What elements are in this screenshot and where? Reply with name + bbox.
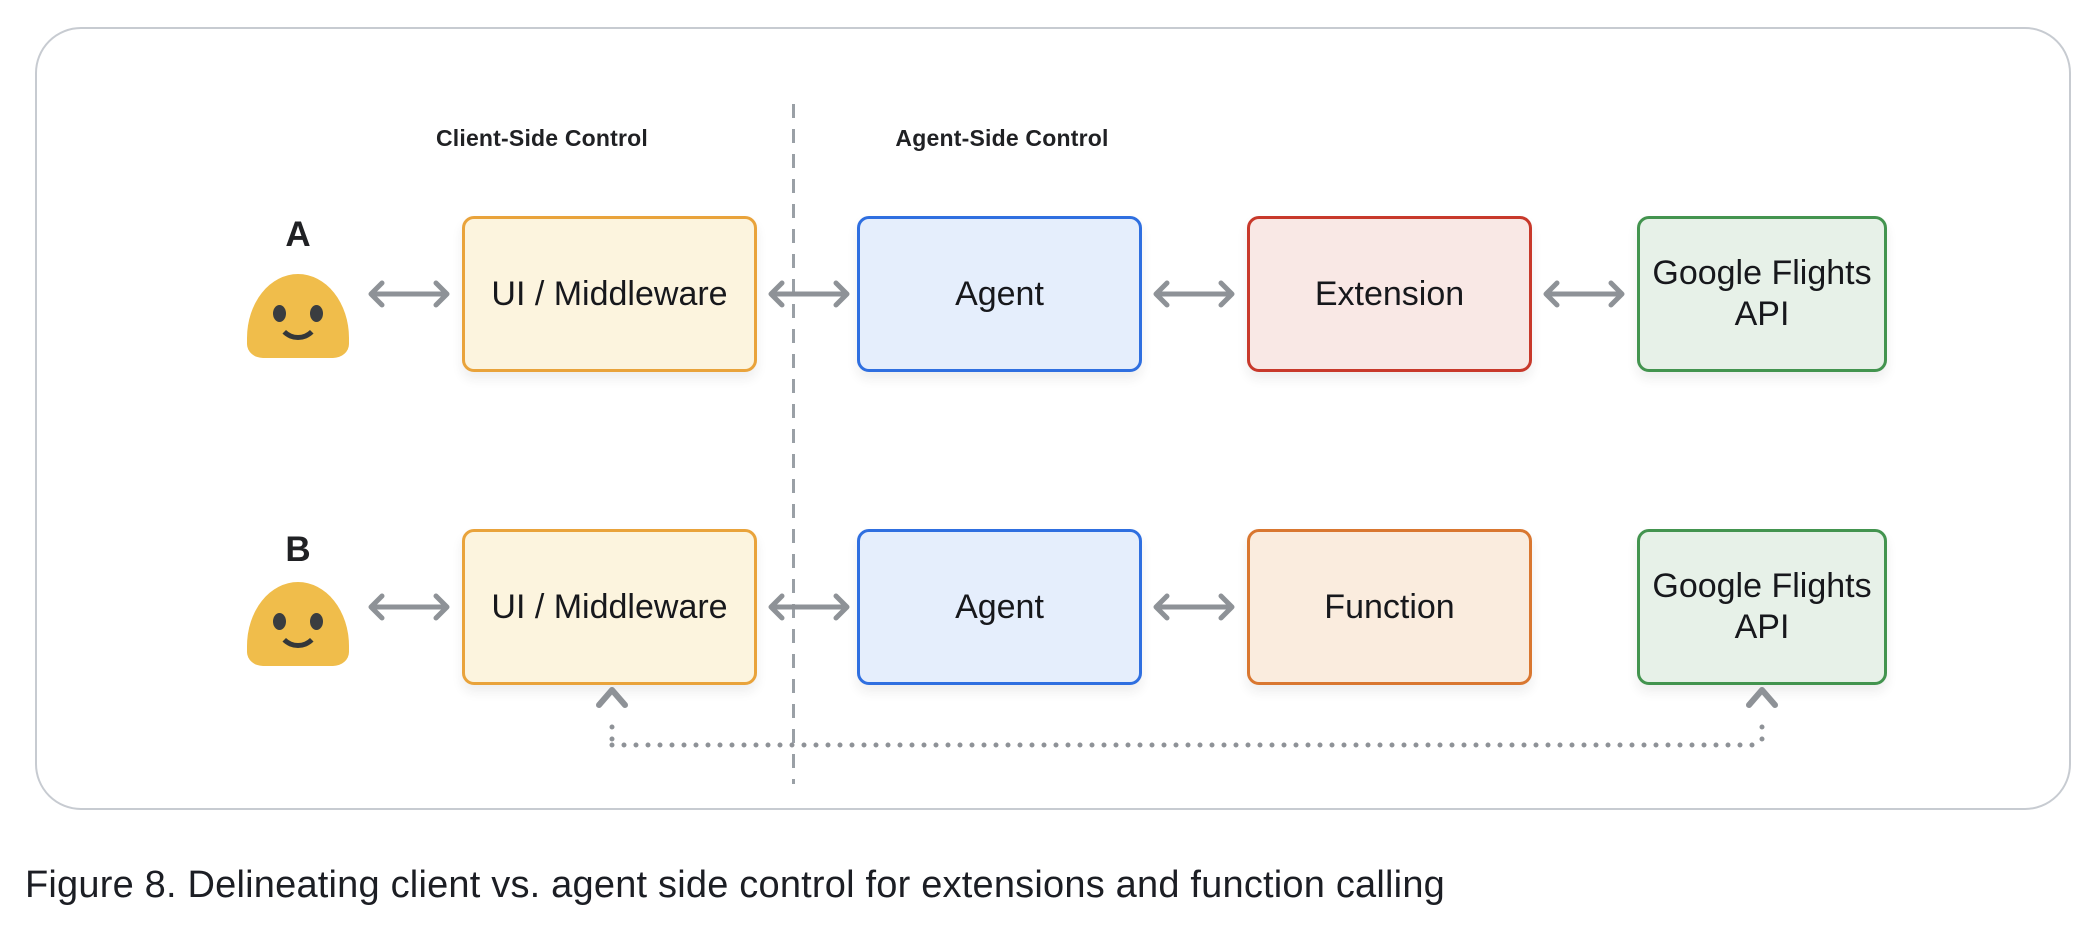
node-extension: Extension [1247, 216, 1532, 372]
node-label: Google Flights API [1652, 254, 1872, 333]
figure-caption: Figure 8. Delineating client vs. agent s… [25, 864, 1445, 906]
person-icon [247, 582, 349, 666]
bidirectional-arrow-icon [364, 589, 454, 625]
node-google-flights-api-a: Google Flights API [1637, 216, 1887, 372]
section-label-agent-side: Agent-Side Control [895, 125, 1109, 151]
bidirectional-arrow-icon [364, 276, 454, 312]
node-function: Function [1247, 529, 1532, 685]
person-smile [276, 296, 320, 340]
dotted-return-path [587, 679, 1807, 759]
figure-card: Client-Side Control Agent-Side Control A… [35, 27, 2071, 810]
node-label: UI / Middleware [491, 587, 728, 626]
row-a-label: A [285, 215, 311, 254]
bidirectional-arrow-icon [1149, 589, 1239, 625]
node-label: Function [1324, 587, 1455, 626]
person-icon [247, 274, 349, 358]
node-ui-middleware-a: UI / Middleware [462, 216, 757, 372]
node-label: Agent [955, 587, 1044, 626]
node-ui-middleware-b: UI / Middleware [462, 529, 757, 685]
node-label: Extension [1314, 274, 1465, 313]
section-label-client-side: Client-Side Control [435, 125, 649, 151]
node-label: UI / Middleware [491, 274, 728, 313]
person-smile [276, 604, 320, 648]
node-label: Google Flights API [1652, 567, 1872, 646]
bidirectional-arrow-icon [764, 276, 854, 312]
row-b-label: B [285, 530, 311, 569]
node-agent-a: Agent [857, 216, 1142, 372]
client-agent-divider-line [792, 104, 795, 784]
up-arrowhead-right [1746, 687, 1778, 708]
bidirectional-arrow-icon [764, 589, 854, 625]
node-agent-b: Agent [857, 529, 1142, 685]
node-label: Agent [955, 274, 1044, 313]
bidirectional-arrow-icon [1539, 276, 1629, 312]
node-google-flights-api-b: Google Flights API [1637, 529, 1887, 685]
bidirectional-arrow-icon [1149, 276, 1239, 312]
up-arrowhead-left [596, 687, 628, 708]
